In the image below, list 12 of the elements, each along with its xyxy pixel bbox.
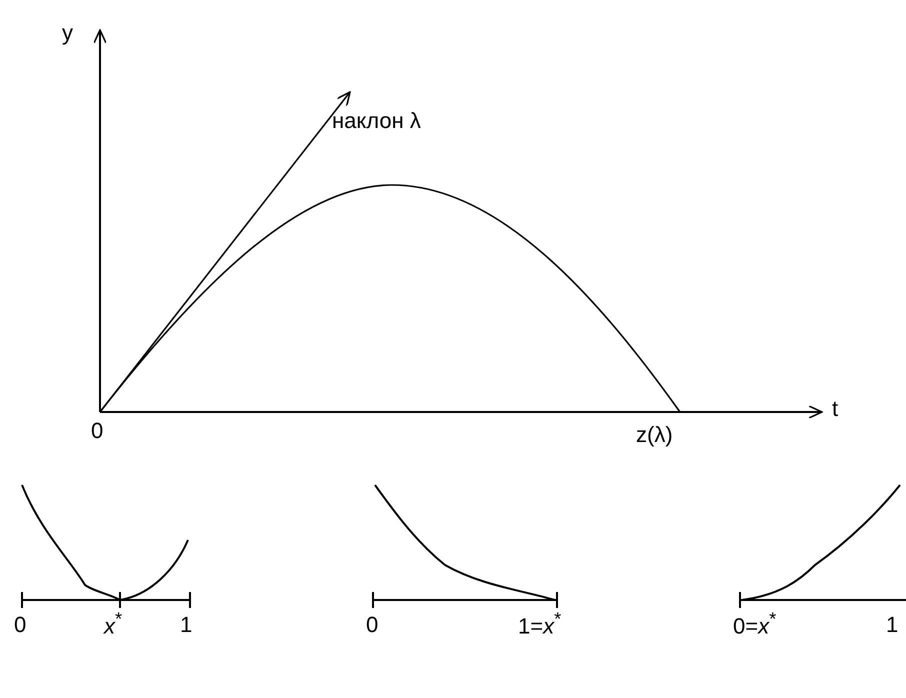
tick-label: 1 [886,614,898,636]
tick-label: 1 [180,614,192,636]
tick-label: 0 [366,614,378,636]
axis-label: y [62,22,73,44]
tick-label: x$^{*}$ [104,610,122,638]
tick-label: 0=x$^{*}$ [733,610,776,638]
tick-label: z(λ) [636,424,673,446]
tick-label: 1=x$^{*}$ [518,610,562,638]
axis-label: t [832,398,838,420]
tick-label: 0 [14,614,26,636]
tick-label: 0 [91,420,104,442]
slope-label: наклон λ [332,110,421,132]
